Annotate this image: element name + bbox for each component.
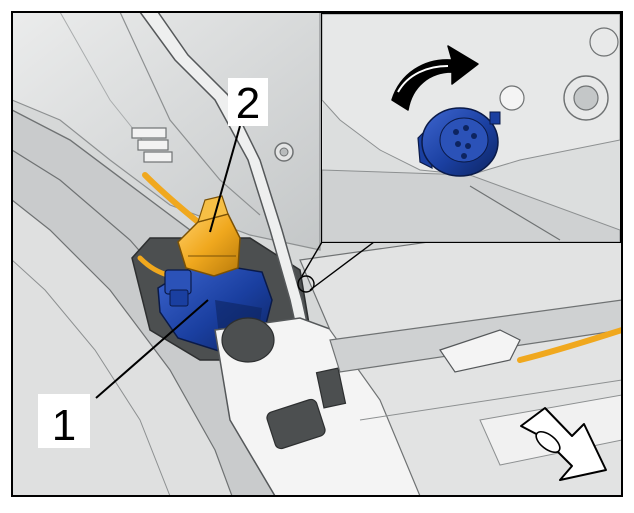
inset-rail-edge (469, 185, 561, 241)
callout-1-label: 1 (52, 401, 76, 450)
callout-2-leader (209, 125, 241, 233)
mounting-plate (214, 317, 431, 496)
inset-boss-top (589, 27, 619, 57)
callout-1-leader (95, 299, 209, 399)
detail-inset (321, 13, 621, 243)
housing-rib (119, 12, 261, 216)
mounting-nut-center (279, 147, 289, 157)
inset-round-boss-center (573, 85, 599, 111)
callout-1: 1 (38, 394, 90, 450)
callout-2: 2 (228, 78, 268, 128)
inset-target (297, 275, 315, 293)
clip-right (439, 329, 521, 373)
yellow-connector-lock (177, 195, 241, 277)
lower-right-ledge (329, 299, 622, 373)
outer-frame (11, 11, 623, 497)
inset-leader-bottom (309, 241, 375, 291)
direction-of-travel-icon (520, 407, 607, 481)
trim-panel-inner-line (12, 259, 171, 496)
inset-leader-top (301, 241, 323, 277)
inset-blue-connector (417, 107, 501, 177)
lower-right-groove (359, 379, 622, 421)
wire-harness-right (517, 327, 622, 363)
rotate-arrow-icon (391, 45, 479, 111)
wire-clip (131, 127, 173, 163)
inset-peg (499, 85, 525, 111)
callout-2-label: 2 (236, 79, 260, 128)
